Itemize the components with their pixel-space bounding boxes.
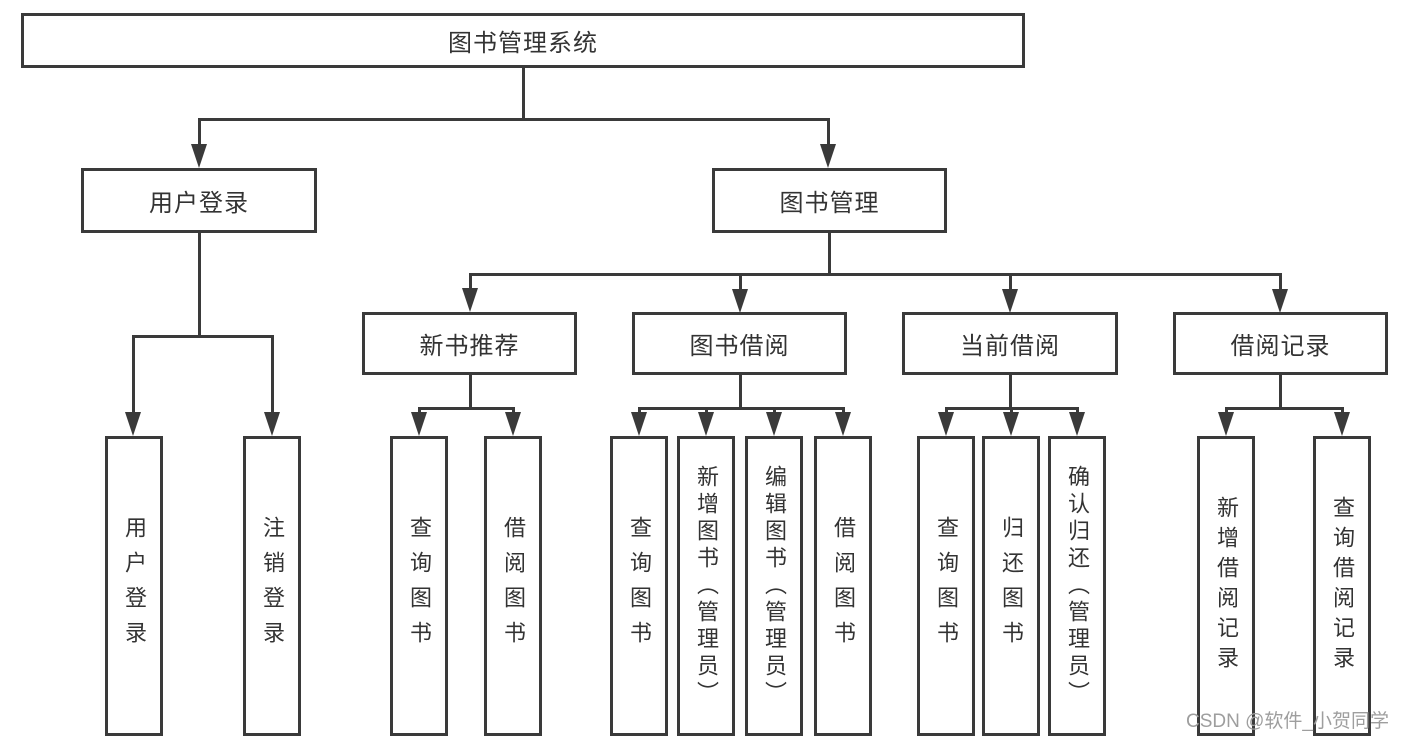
connector-drop (1341, 407, 1344, 416)
leaf-current-query-books: 查询图书 (917, 436, 975, 736)
leaf-query-borrow-record: 查询借阅记录 (1313, 436, 1371, 736)
connector-branch-userlogin (132, 335, 274, 338)
arrowhead-down-icon (462, 288, 478, 312)
connector-drop (638, 407, 641, 416)
node-label: 借阅记录 (1230, 333, 1331, 360)
connector-userlogin-stub (198, 233, 201, 338)
connector-branch-borrowrecord (1225, 407, 1344, 410)
connector-drop (827, 118, 830, 148)
connector-drop (512, 407, 515, 416)
arrowhead-down-icon (1069, 412, 1085, 436)
connector-branch-level2 (198, 118, 830, 121)
leaf-label: 借阅图书 (831, 516, 856, 656)
leaf-label: 查询图书 (627, 516, 652, 656)
connector-branch-bookborrow (638, 407, 845, 410)
connector-bookmgmt-stub (828, 233, 831, 276)
node-label: 新书推荐 (419, 333, 520, 360)
leaf-logout: 注销登录 (243, 436, 301, 736)
arrowhead-down-icon (505, 412, 521, 436)
connector-drop (132, 335, 135, 416)
leaf-label: 编辑图书（管理员） (762, 464, 787, 708)
leaf-label: 归还图书 (999, 516, 1024, 656)
leaf-label: 新增借阅记录 (1214, 496, 1239, 676)
leaf-label: 借阅图书 (501, 516, 526, 656)
leaf-add-borrow-record: 新增借阅记录 (1197, 436, 1255, 736)
node-user-login: 用户登录 (81, 168, 317, 233)
arrowhead-down-icon (766, 412, 782, 436)
leaf-label: 查询图书 (407, 516, 432, 656)
connector-drop (418, 407, 421, 416)
node-library-management-system: 图书管理系统 (21, 13, 1025, 68)
connector-drop (842, 407, 845, 416)
arrowhead-down-icon (1272, 289, 1288, 313)
connector-borrowrecord-stub (1279, 375, 1282, 410)
leaf-borrow-query-books: 查询图书 (610, 436, 668, 736)
leaf-newbook-borrow-books: 借阅图书 (484, 436, 542, 736)
arrowhead-down-icon (1003, 412, 1019, 436)
leaf-confirm-return-admin: 确认归还（管理员） (1048, 436, 1106, 736)
connector-currentborrow-stub (1009, 375, 1012, 410)
leaf-borrow-books: 借阅图书 (814, 436, 872, 736)
connector-drop (705, 407, 708, 416)
node-label: 图书管理 (779, 190, 880, 217)
node-label: 图书借阅 (689, 333, 790, 360)
node-label: 图书管理系统 (448, 30, 598, 57)
leaf-label: 用户登录 (122, 516, 147, 656)
arrowhead-down-icon (631, 412, 647, 436)
connector-root-stub (522, 68, 525, 121)
leaf-label: 查询借阅记录 (1330, 496, 1355, 676)
arrowhead-down-icon (835, 412, 851, 436)
connector-drop (1009, 273, 1012, 293)
arrowhead-down-icon (938, 412, 954, 436)
connector-branch-newbook (418, 407, 514, 410)
arrowhead-down-icon (820, 144, 836, 168)
leaf-label: 查询图书 (934, 516, 959, 656)
arrowhead-down-icon (1002, 289, 1018, 313)
arrowhead-down-icon (264, 412, 280, 436)
connector-drop (1076, 407, 1079, 416)
leaf-user-login: 用户登录 (105, 436, 163, 736)
csdn-watermark: CSDN @软件_小贺同学 (1186, 711, 1389, 732)
node-new-book-recommend: 新书推荐 (362, 312, 577, 375)
connector-drop (1225, 407, 1228, 416)
leaf-return-books: 归还图书 (982, 436, 1040, 736)
leaf-label: 注销登录 (260, 516, 285, 656)
arrowhead-down-icon (732, 289, 748, 313)
connector-drop (739, 273, 742, 293)
connector-newbook-stub (469, 375, 472, 410)
arrowhead-down-icon (1218, 412, 1234, 436)
node-book-borrow: 图书借阅 (632, 312, 847, 375)
connector-drop (198, 118, 201, 148)
connector-drop (773, 407, 776, 416)
arrowhead-down-icon (1334, 412, 1350, 436)
node-label: 当前借阅 (960, 333, 1060, 360)
connector-bookborrow-stub (739, 375, 742, 410)
node-current-borrow: 当前借阅 (902, 312, 1118, 375)
connector-drop (271, 335, 274, 416)
connector-drop (1279, 273, 1282, 293)
leaf-add-books-admin: 新增图书（管理员） (677, 436, 735, 736)
connector-drop (1010, 407, 1013, 416)
node-book-management: 图书管理 (712, 168, 947, 233)
connector-branch-level3 (469, 273, 1282, 276)
leaf-edit-books-admin: 编辑图书（管理员） (745, 436, 803, 736)
arrowhead-down-icon (698, 412, 714, 436)
arrowhead-down-icon (411, 412, 427, 436)
leaf-label: 确认归还（管理员） (1065, 464, 1090, 708)
connector-drop (469, 273, 472, 292)
leaf-label: 新增图书（管理员） (694, 464, 719, 708)
node-borrow-record: 借阅记录 (1173, 312, 1388, 375)
arrowhead-down-icon (191, 144, 207, 168)
arrowhead-down-icon (125, 412, 141, 436)
connector-drop (945, 407, 948, 416)
node-label: 用户登录 (149, 190, 249, 217)
leaf-newbook-query-books: 查询图书 (390, 436, 448, 736)
